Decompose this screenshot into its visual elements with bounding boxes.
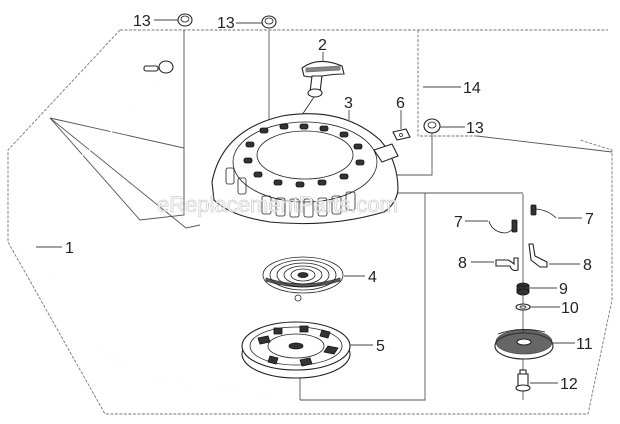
callout-13a[interactable]: 13: [133, 13, 151, 30]
callout-10[interactable]: 10: [561, 300, 579, 317]
callout-5[interactable]: 5: [376, 338, 385, 355]
callout-7a[interactable]: 7: [454, 214, 463, 231]
flange-nut-middle[interactable]: [261, 15, 277, 29]
callout-14[interactable]: 14: [463, 80, 481, 97]
ratchet-spring-left[interactable]: [488, 219, 518, 234]
callout-13c[interactable]: 13: [466, 120, 484, 137]
callout-7b[interactable]: 7: [585, 211, 594, 228]
friction-spring[interactable]: [516, 282, 530, 296]
callout-9[interactable]: 9: [559, 281, 568, 298]
starter-reel[interactable]: [241, 321, 351, 379]
ratchet-spring-right[interactable]: [530, 204, 557, 219]
callout-1[interactable]: 1: [65, 240, 74, 257]
callout-8b[interactable]: 8: [583, 257, 592, 274]
reel-ribs: [257, 325, 339, 367]
callout-3[interactable]: 3: [344, 95, 353, 112]
case-vents: [225, 123, 365, 218]
boundary-right-edge: [476, 135, 613, 153]
washer[interactable]: [515, 303, 531, 311]
callout-4[interactable]: 4: [368, 269, 377, 286]
callout-13b[interactable]: 13: [217, 15, 235, 32]
callout-11[interactable]: 11: [576, 336, 593, 353]
assembly-boundary-outline: [7, 29, 613, 415]
group-14-bracket: [417, 30, 477, 137]
recoil-spring[interactable]: [262, 256, 344, 302]
axis-nut-right: [390, 128, 433, 176]
starter-rope[interactable]: [31, 60, 291, 394]
setting-screw[interactable]: [515, 369, 531, 392]
callout-8a[interactable]: 8: [458, 255, 467, 272]
watermark: eReplacementParts.com: [157, 192, 398, 217]
starter-grip[interactable]: [301, 60, 345, 98]
ratchet-left[interactable]: [495, 257, 519, 272]
rope-guide-plate[interactable]: [392, 128, 411, 141]
bracket-left: [49, 117, 185, 221]
bracket-left-lower: [49, 117, 201, 229]
ratchet-guide[interactable]: [494, 329, 554, 360]
callout-2[interactable]: 2: [318, 37, 327, 54]
callout-6[interactable]: 6: [396, 95, 405, 112]
callout-12[interactable]: 12: [560, 376, 578, 393]
flange-nut-left[interactable]: [177, 13, 193, 27]
ratchet-right[interactable]: [528, 243, 548, 268]
flange-nut-right[interactable]: [423, 118, 441, 134]
starter-case[interactable]: [211, 113, 399, 225]
